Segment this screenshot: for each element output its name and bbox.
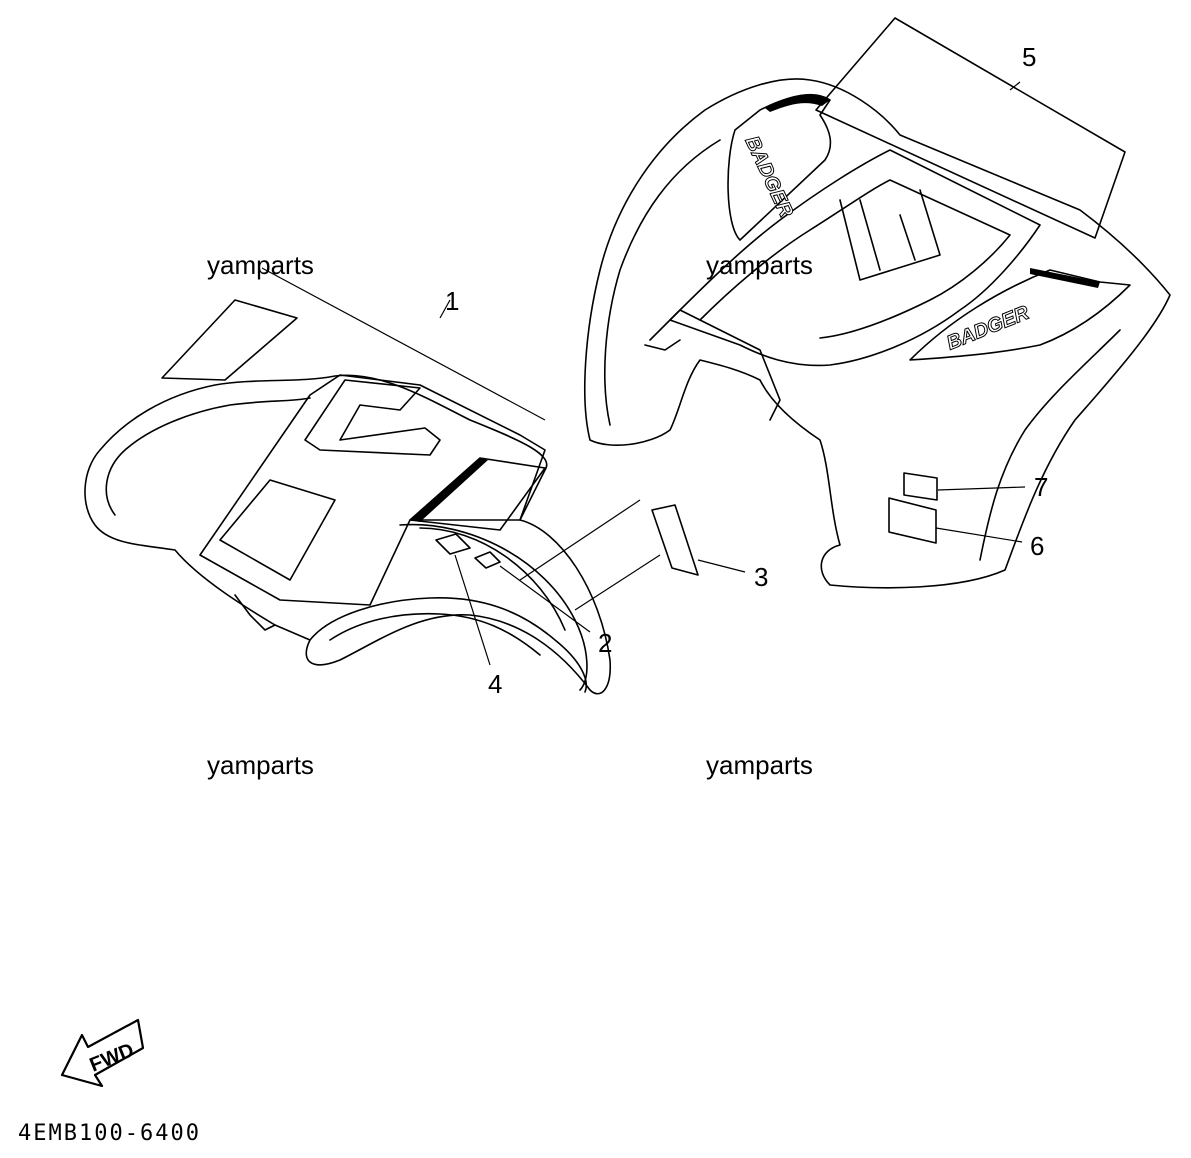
decal-3-drawing	[651, 504, 699, 576]
callout-5: 5	[1022, 42, 1036, 72]
callout-6: 6	[1030, 531, 1044, 561]
watermark-top-left: yamparts	[207, 250, 314, 280]
watermark-top-right: yamparts	[706, 250, 813, 280]
emblem-text-side: BADGER	[944, 302, 1033, 355]
watermark-bottom-right: yamparts	[706, 750, 813, 780]
forward-arrow-icon: FWD	[60, 1018, 145, 1088]
callout-2: 2	[598, 628, 612, 658]
rear-fender-drawing	[84, 299, 611, 695]
callout-3: 3	[754, 562, 768, 592]
callout-7: 7	[1034, 472, 1048, 502]
diagram-code: 4EMB100-6400	[18, 1121, 201, 1146]
emblem-text-top: BADGER	[740, 133, 797, 221]
callout-4: 4	[488, 669, 502, 699]
leader-lines	[261, 81, 1026, 666]
front-fender-drawing	[583, 17, 1171, 589]
callout-1: 1	[445, 286, 459, 316]
watermark-bottom-left: yamparts	[207, 750, 314, 780]
